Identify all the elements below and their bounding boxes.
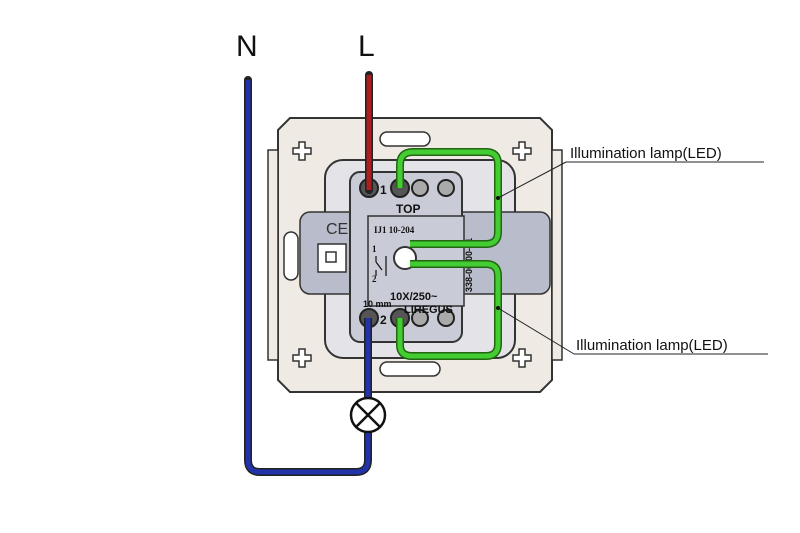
strip-length-label: 10 mm (363, 299, 392, 309)
schematic-1-label: 1 (372, 244, 377, 254)
brand-label: LIREGUS (404, 304, 453, 316)
led-wire-bottom (396, 260, 502, 360)
switch-schematic-icon (375, 256, 387, 276)
led-wire-top (396, 148, 502, 248)
ce-mark-icon: CE (326, 221, 348, 238)
top-label: TOP (396, 202, 420, 216)
schematic-2-label: 2 (372, 274, 377, 284)
live-label: L (358, 30, 375, 63)
model-label: IJ1 10-204 (374, 225, 415, 235)
switch-housing: CE (299, 159, 551, 359)
callout-leader-bottom (496, 306, 768, 355)
callout-bottom-label: Illumination lamp(LED) (576, 337, 728, 354)
terminal-2-label: 2 (380, 313, 387, 327)
screw-hole-icon (292, 141, 312, 161)
screw-hole-icon (292, 348, 312, 368)
screw-hole-icon (512, 348, 532, 368)
screw-hole-icon (512, 141, 532, 161)
callout-top-label: Illumination lamp(LED) (570, 145, 722, 162)
callout-leader-top (496, 161, 764, 200)
lamp-icon (349, 396, 387, 434)
rating-label: 10X/250~ (390, 291, 438, 303)
terminal-1-label: 1 (380, 183, 387, 197)
neutral-label: N (236, 30, 258, 63)
